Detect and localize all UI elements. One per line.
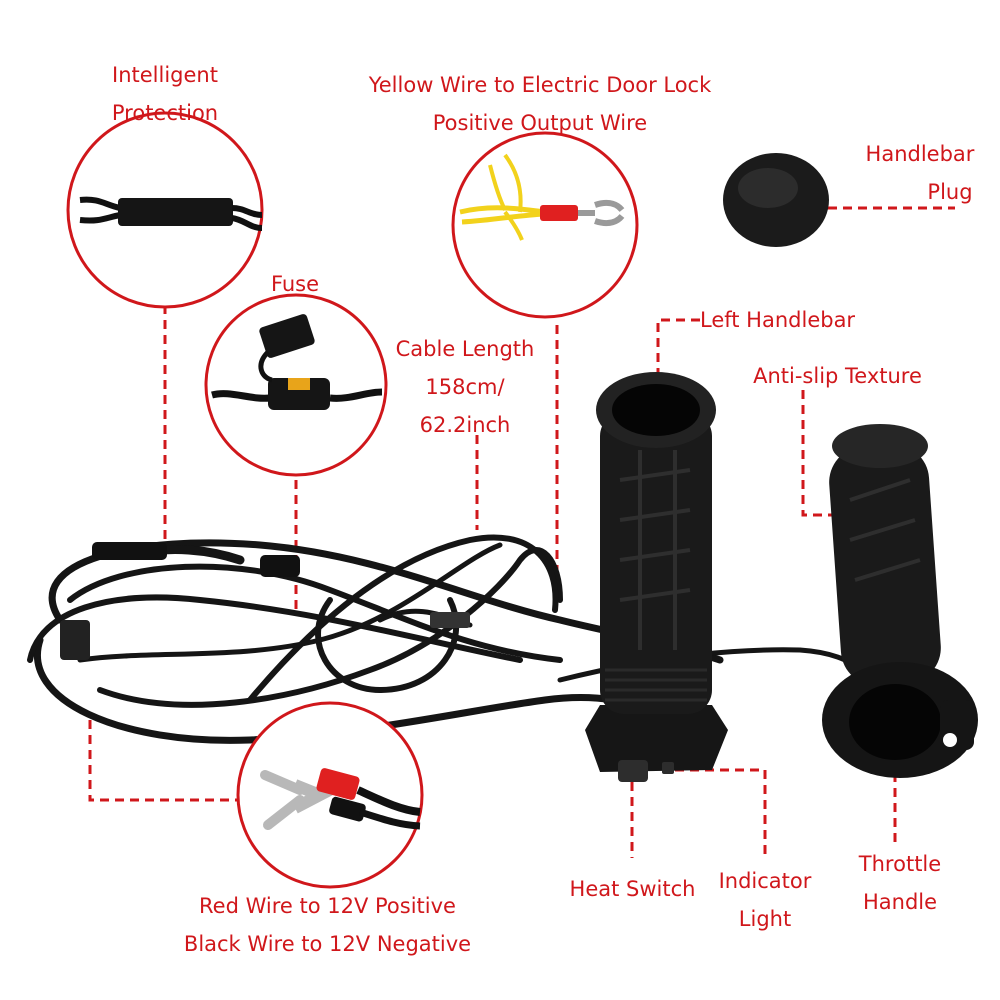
- module-icon: [66, 111, 264, 309]
- handlebar-plug-icon: [723, 153, 829, 247]
- label-indicator-light: Indicator Light: [718, 869, 812, 931]
- fuse-icon: [204, 293, 388, 477]
- connector-mid: [430, 612, 470, 628]
- throttle-grip-icon: [822, 424, 978, 778]
- label-throttle-handle: Throttle Handle: [858, 852, 942, 914]
- inline-module-on-cable: [92, 542, 167, 560]
- label-heat-switch: Heat Switch: [569, 877, 696, 901]
- label-battery-wires: Red Wire to 12V Positive Black Wire to 1…: [183, 894, 472, 956]
- left-grip-icon: [585, 372, 728, 772]
- label-anti-slip: Anti-slip Texture: [753, 364, 922, 388]
- cable-bundle: [27, 534, 863, 744]
- fork-terminal-icon: [236, 701, 424, 889]
- label-yellow-wire: Yellow Wire to Electric Door Lock Positi…: [368, 73, 712, 135]
- label-handlebar-plug: Handlebar Plug: [865, 142, 975, 204]
- label-left-handlebar: Left Handlebar: [700, 308, 856, 332]
- switch-icon: [618, 760, 674, 782]
- yellow-wire-terminal-icon: [451, 131, 639, 319]
- label-intelligent-protection: Intelligent Protection: [111, 63, 219, 125]
- inline-fuse-on-cable: [260, 555, 300, 577]
- label-cable-length: Cable Length 158cm/ 62.2inch: [395, 337, 535, 437]
- label-fuse: Fuse: [270, 272, 320, 296]
- connector-left: [60, 620, 90, 660]
